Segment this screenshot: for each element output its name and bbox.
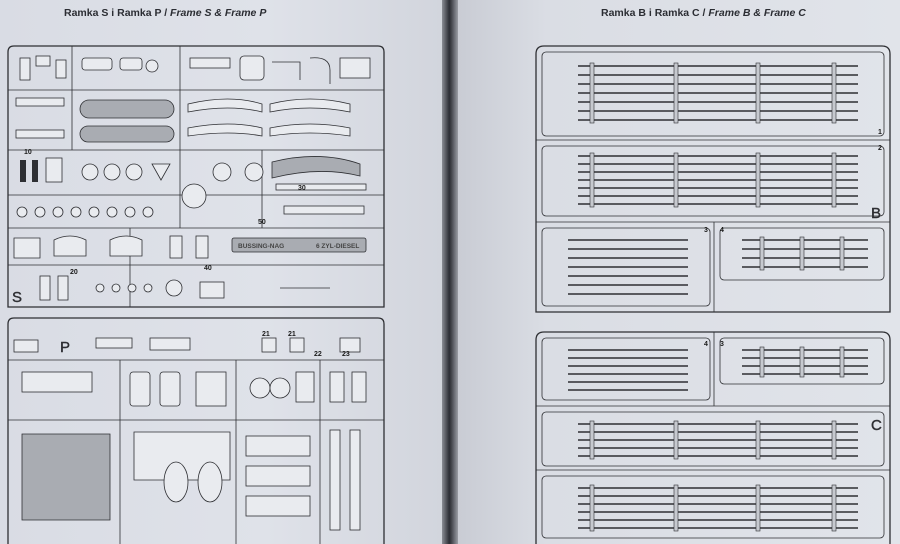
frame-b-mid-post [589,152,595,208]
part-number-2-b: 2 [878,145,882,152]
part-number-40: 40 [204,265,212,272]
frame-b-mid-post [673,152,679,208]
frame-b-top-post [673,62,679,124]
frame-b-right-post [839,236,845,271]
frame-s: BUSSING-NAG 6 ZYL-DIESEL S [7,45,385,308]
decal-bussing-nag: BUSSING-NAG [238,243,284,250]
frame-c-slats [568,346,868,532]
frame-b-top-post [755,62,761,124]
frame-b-c-diagram: B 1 2 3 4 C 4 3 [535,45,891,544]
sprue-letter-s: S [12,289,22,306]
frame-b-top-post [589,62,595,124]
part-number-22: 22 [314,351,322,358]
left-title-main: Ramka S i Ramka P / [64,7,171,19]
right-title-italic: Frame B & Frame C [708,7,806,19]
part-number-1-b: 1 [878,129,882,136]
part-number-21b: 21 [288,331,296,338]
right-page-title: Ramka B i Ramka C / Frame B & Frame C [601,7,806,19]
part-number-3-b: 3 [704,227,708,234]
frame-c: C 4 3 [535,331,891,544]
frame-c-mid-post [589,420,595,460]
frame-b-top-post [831,62,837,124]
frame-b-slats [568,62,868,295]
frame-p: P [7,317,385,544]
left-page: Ramka S i Ramka P / Frame S & Frame P [0,0,442,544]
frame-b-mid-post [755,152,761,208]
left-title-italic: Frame S & Frame P [170,7,267,19]
part-number-50: 50 [258,219,266,226]
frame-c-mid-post [831,420,837,460]
part-number-4-c: 4 [704,341,708,348]
book-gutter [442,0,458,544]
frame-b-right-post [799,236,805,271]
part-number-3-c: 3 [720,341,724,348]
part-number-30: 30 [298,185,306,192]
frame-b-right-post [759,236,765,271]
part-number-10: 10 [24,149,32,156]
left-page-title: Ramka S i Ramka P / Frame S & Frame P [64,7,266,19]
frame-c-mid-post [673,420,679,460]
frame-b-mid-post [831,152,837,208]
decal-6-zyl-diesel: 6 ZYL-DIESEL [316,243,359,250]
part-number-23: 23 [342,351,350,358]
frame-c-right-post [839,346,845,378]
right-title-main: Ramka B i Ramka C / [601,7,709,19]
part-number-20: 20 [70,269,78,276]
frame-b: B 1 2 3 4 [535,45,891,313]
sprue-letter-c: C [871,417,882,434]
sprue-letter-p: P [60,339,70,356]
frame-c-mid-post [755,420,761,460]
frame-c-right-post [799,346,805,378]
frame-s-p-diagram: BUSSING-NAG 6 ZYL-DIESEL S P [7,45,385,544]
frame-c-bottom-post [673,484,679,532]
part-number-4-b: 4 [720,227,724,234]
part-number-21a: 21 [262,331,270,338]
right-page: Ramka B i Ramka C / Frame B & Frame C B … [458,0,900,544]
frame-c-right-post [759,346,765,378]
sprue-letter-b: B [871,205,881,222]
frame-c-bottom-post [831,484,837,532]
frame-c-bottom-post [755,484,761,532]
frame-c-bottom-post [589,484,595,532]
